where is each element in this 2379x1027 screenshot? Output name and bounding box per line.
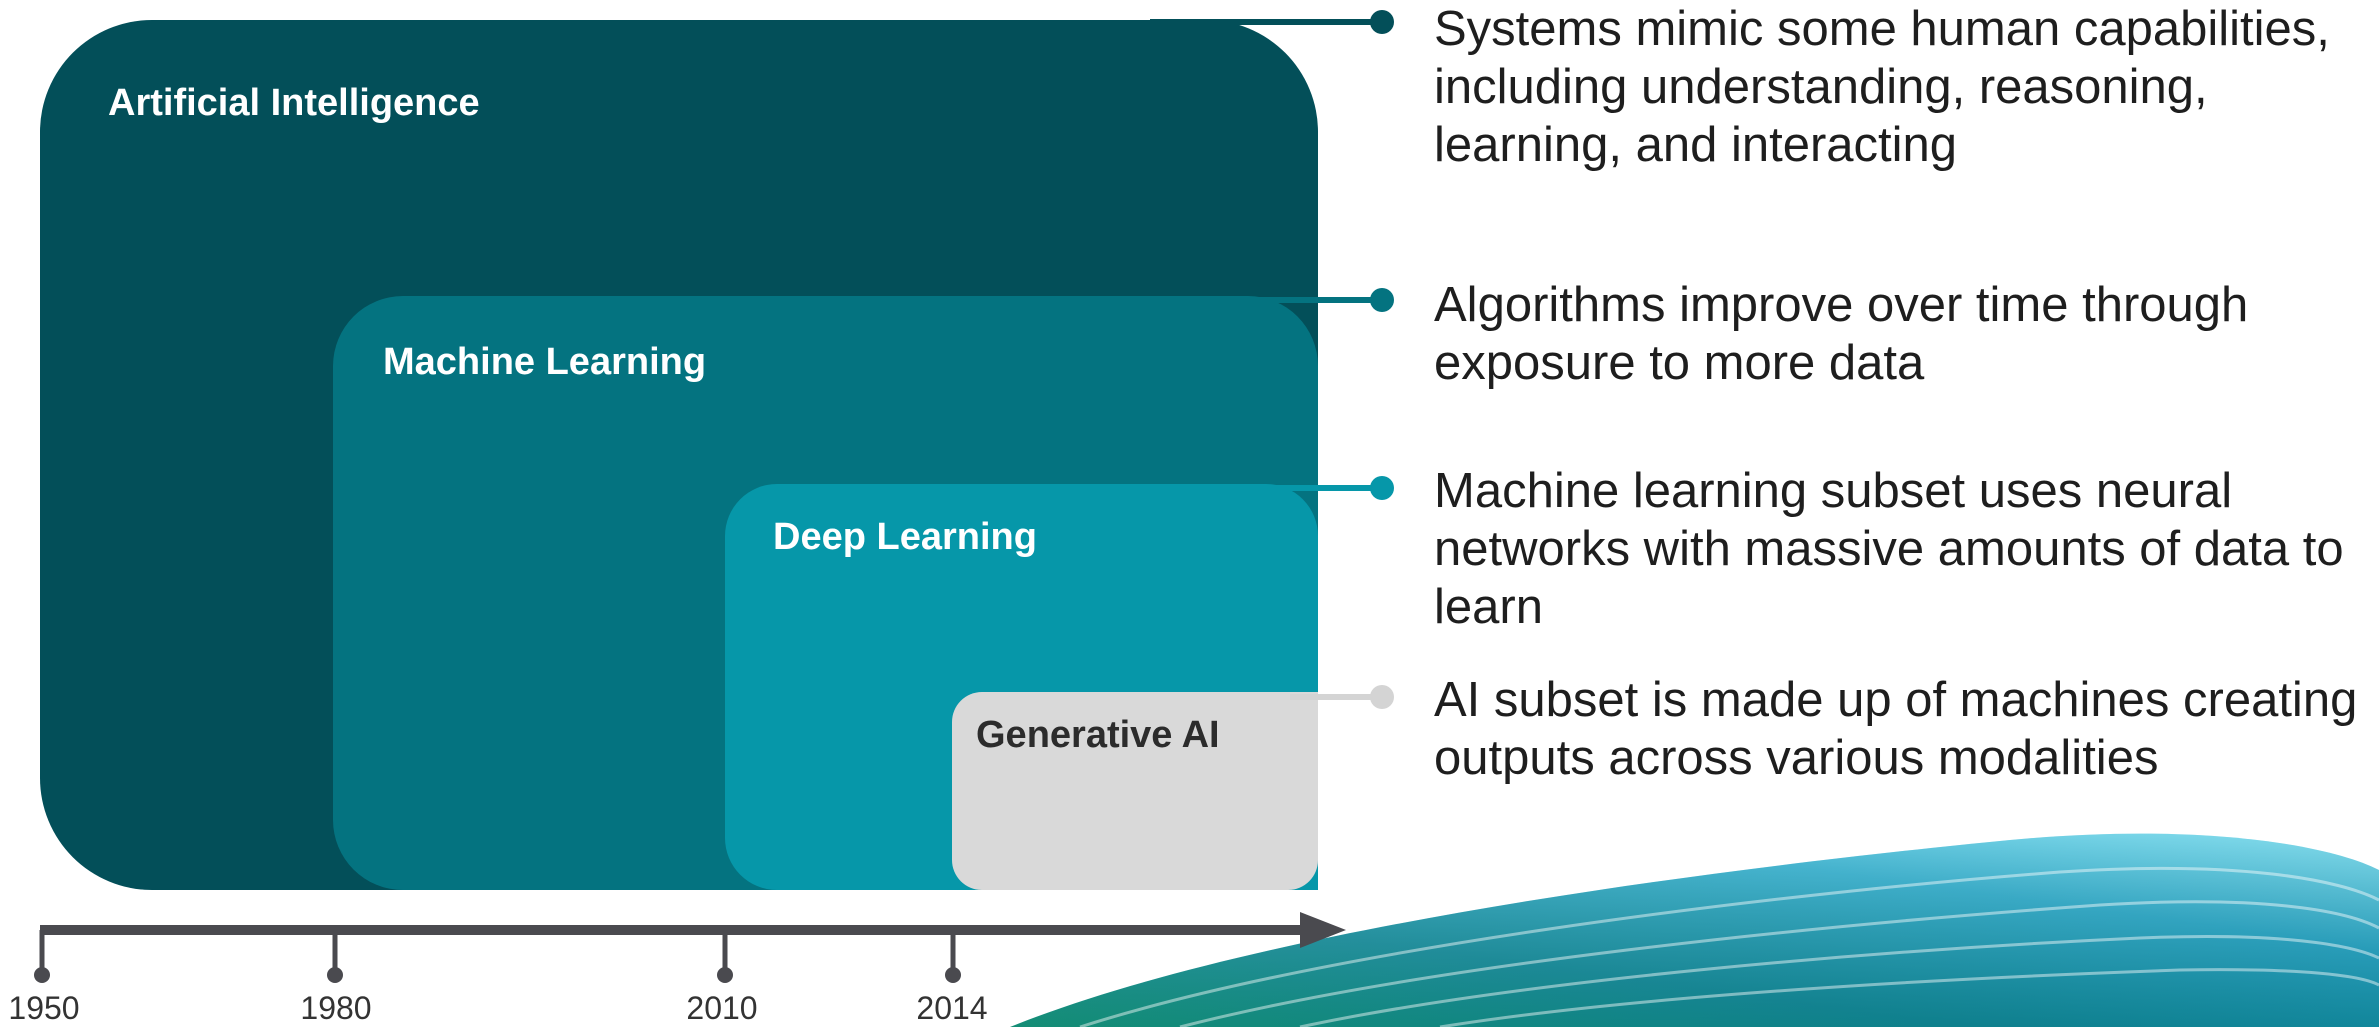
connector-dot-ai bbox=[1370, 10, 1394, 34]
timeline-tick-2010 bbox=[717, 930, 733, 983]
connector-ml bbox=[1250, 288, 1394, 312]
dl-description: Machine learning subset uses neural netw… bbox=[1434, 464, 2344, 634]
ai-description: Systems mimic some human capabilities, i… bbox=[1434, 2, 2330, 172]
gen-ai-label: Generative AI bbox=[976, 714, 1220, 756]
connector-dot-gen bbox=[1370, 685, 1394, 709]
timeline-tick-1980 bbox=[327, 930, 343, 983]
gen-ai-box bbox=[952, 692, 1318, 890]
connector-dl bbox=[1270, 476, 1394, 500]
timeline-label-1980: 1980 bbox=[300, 990, 372, 1026]
connector-dot-ml bbox=[1370, 288, 1394, 312]
ml-label: Machine Learning bbox=[383, 341, 707, 383]
connector-dot-dl bbox=[1370, 476, 1394, 500]
ml-description: Algorithms improve over time through exp… bbox=[1434, 278, 2249, 390]
timeline-arrow-head bbox=[1300, 912, 1346, 948]
connector-ai bbox=[1150, 10, 1394, 34]
timeline-label-2010: 2010 bbox=[686, 990, 758, 1026]
timeline-tick-2014 bbox=[945, 930, 961, 983]
timeline-tick-1950 bbox=[34, 930, 50, 983]
timeline-label-1950: 1950 bbox=[8, 990, 80, 1026]
gen-ai-description: AI subset is made up of machines creatin… bbox=[1434, 673, 2358, 785]
ai-label: Artificial Intelligence bbox=[108, 82, 480, 124]
dl-label: Deep Learning bbox=[773, 516, 1037, 558]
connector-gen bbox=[1290, 685, 1394, 709]
timeline-label-2014: 2014 bbox=[916, 990, 988, 1026]
timeline-axis bbox=[34, 912, 1346, 983]
